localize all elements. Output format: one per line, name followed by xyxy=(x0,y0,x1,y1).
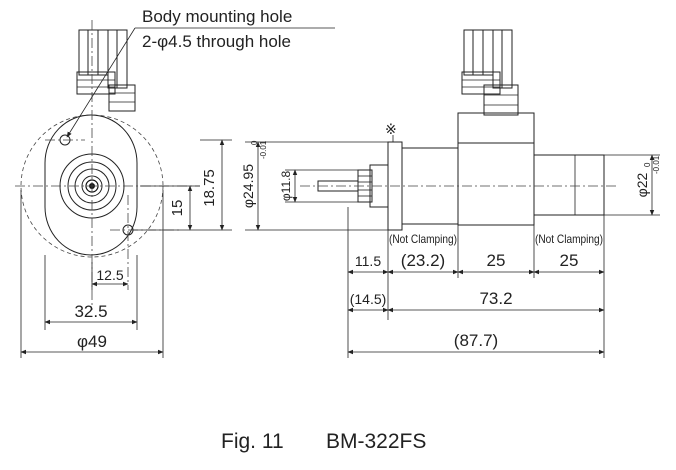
dim-phi22: φ22 xyxy=(634,172,650,197)
cable-bundle xyxy=(76,29,136,112)
tol-phi22-upper: 0 xyxy=(643,162,652,167)
dim-25-b: 25 xyxy=(560,251,579,270)
dim-11-5: 11.5 xyxy=(355,253,381,269)
note-mark: ※ xyxy=(385,121,397,137)
dim-32-5: 32.5 xyxy=(74,302,107,321)
tol-phi22-lower: -0.01 xyxy=(652,155,661,174)
mounting-hole-leader xyxy=(66,27,136,138)
dim-14-5: (14.5) xyxy=(350,291,387,307)
mounting-hole-title: Body mounting hole xyxy=(142,7,292,26)
tol-phi24-95-upper: 0 xyxy=(250,140,259,145)
dim-25-a: 25 xyxy=(487,251,506,270)
figure-number: Fig. 11 xyxy=(221,430,284,453)
not-clamping-left: (Not Clamping) xyxy=(389,232,457,246)
side-cable-bundle xyxy=(461,29,519,116)
side-view xyxy=(245,29,660,358)
dim-73-2: 73.2 xyxy=(479,289,512,308)
tol-phi24-95-lower: -0.01 xyxy=(259,140,268,159)
front-view xyxy=(15,20,335,358)
dim-phi24-95: φ24.95 xyxy=(240,164,256,208)
side-body xyxy=(457,112,535,144)
dim-23-2: (23.2) xyxy=(401,251,445,270)
front-body xyxy=(44,114,138,256)
dim-15: 15 xyxy=(169,200,186,217)
mounting-hole-spec: 2-φ4.5 through hole xyxy=(142,32,291,51)
not-clamping-right: (Not Clamping) xyxy=(535,232,603,246)
dim-12-5: 12.5 xyxy=(96,267,123,283)
dim-18-75: 18.75 xyxy=(201,169,218,207)
dim-87-7: (87.7) xyxy=(454,331,498,350)
dim-phi11-8: φ11.8 xyxy=(279,171,293,202)
figure-model: BM-322FS xyxy=(326,430,426,453)
dim-phi49: φ49 xyxy=(77,332,107,351)
